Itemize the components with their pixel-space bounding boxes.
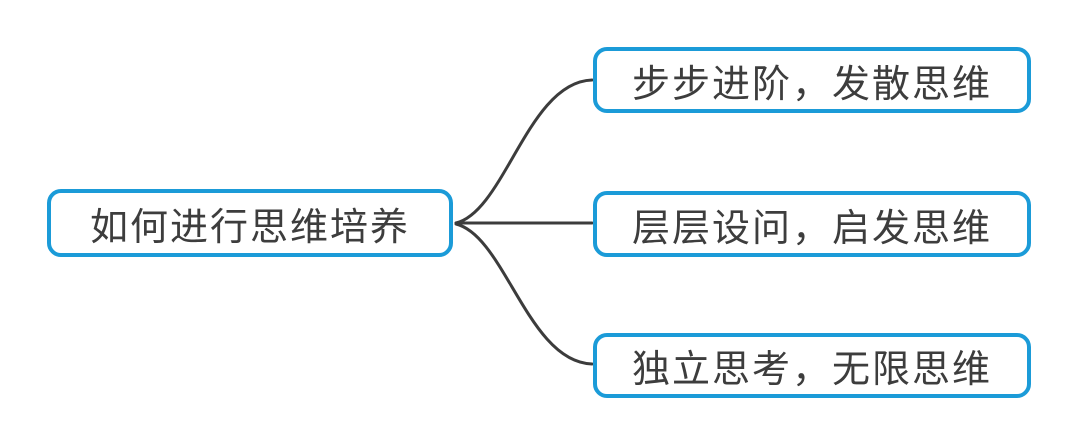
connector-root-to-child-3 — [454, 222, 594, 366]
child-node-3-label: 独立思考，无限思维 — [631, 349, 992, 391]
root-node[interactable]: 如何进行思维培养 — [47, 189, 453, 257]
connector-root-to-child-1 — [454, 78, 594, 225]
child-node-2-label: 层层设问，启发思维 — [631, 207, 992, 250]
child-node-3[interactable]: 独立思考，无限思维 — [593, 333, 1031, 398]
root-node-label: 如何进行思维培养 — [89, 206, 410, 249]
child-node-2[interactable]: 层层设问，启发思维 — [593, 191, 1031, 257]
child-node-1[interactable]: 步步进阶，发散思维 — [593, 47, 1031, 113]
child-node-1-label: 步步进阶，发散思维 — [631, 63, 992, 106]
